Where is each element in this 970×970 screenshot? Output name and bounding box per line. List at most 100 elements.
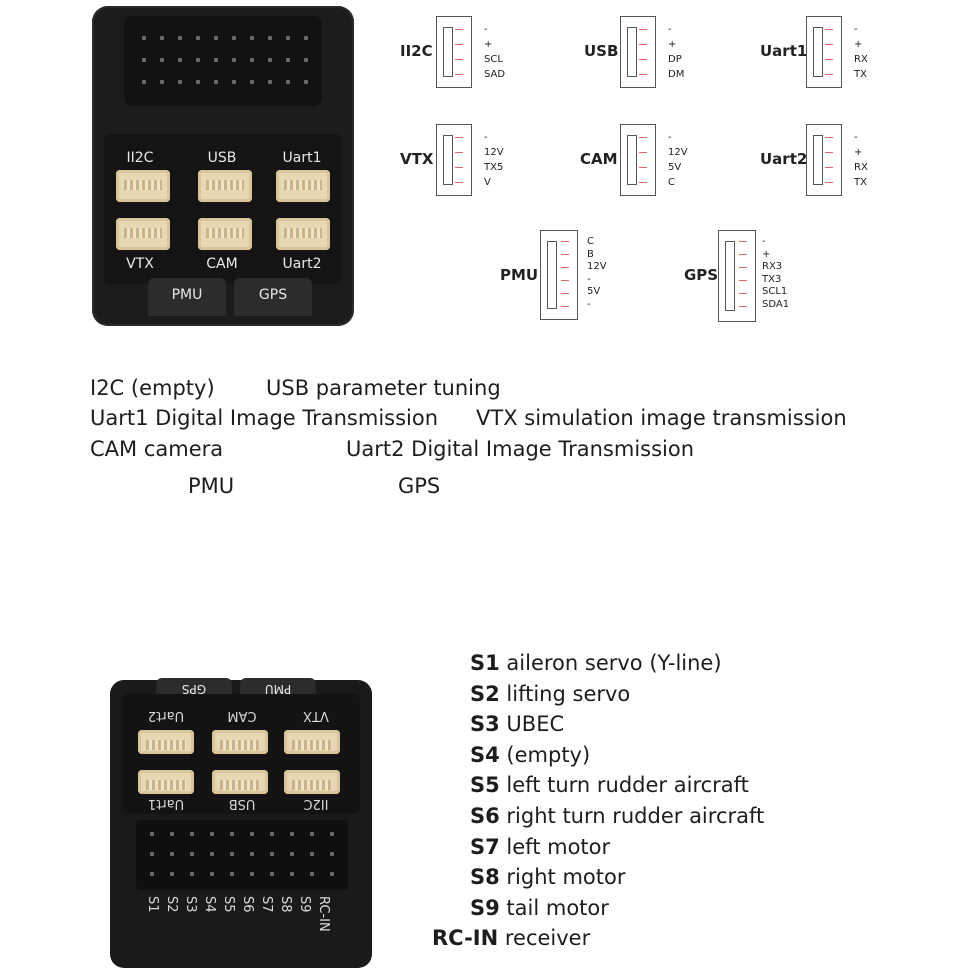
servo-list-item: S8 right motor <box>470 865 625 889</box>
connector-label-vtx: VTX <box>400 150 434 168</box>
header-pin <box>142 36 146 40</box>
header-pin <box>232 36 236 40</box>
flight-controller-top-photo: II2C USB Uart1 VTX CAM Uart2 PMU GPS <box>92 6 354 326</box>
header-pin <box>232 58 236 62</box>
header-pin <box>270 872 274 876</box>
pmu-connector-diagram <box>540 230 578 320</box>
port-label-usb: USB <box>207 150 237 166</box>
servo-port-label: S7 <box>259 896 274 913</box>
header-pin <box>196 80 200 84</box>
servo-list-item: S2 lifting servo <box>470 682 630 706</box>
i2c-port-rotated <box>284 770 340 794</box>
header-pin <box>304 80 308 84</box>
cam-port <box>198 218 252 250</box>
header-pin <box>250 852 254 856</box>
header-pin <box>142 58 146 62</box>
header-pin <box>160 58 164 62</box>
header-pin <box>178 80 182 84</box>
header-pin <box>190 832 194 836</box>
header-pin <box>310 832 314 836</box>
servo-description: UBEC <box>499 712 565 737</box>
header-pin <box>150 872 154 876</box>
servo-code: S9 <box>470 895 500 920</box>
header-pin <box>286 36 290 40</box>
servo-list-item: S5 left turn rudder aircraft <box>470 773 749 797</box>
port-label-uart2-rotated: Uart2 <box>147 708 185 723</box>
servo-list-item: S7 left motor <box>470 835 610 859</box>
pmu-tab: PMU <box>148 278 226 316</box>
header-pin <box>290 852 294 856</box>
header-pin <box>270 852 274 856</box>
connector-label-cam: CAM <box>580 150 618 168</box>
servo-description: left motor <box>499 834 611 859</box>
header-pin <box>150 832 154 836</box>
cam-connector-diagram <box>620 124 656 196</box>
connector-label-pmu: PMU <box>500 266 539 284</box>
header-pin <box>230 872 234 876</box>
servo-port-label: S9 <box>297 896 312 913</box>
servo-port-label: S8 <box>278 896 293 913</box>
uart1-port-rotated <box>138 770 194 794</box>
header-pin <box>170 872 174 876</box>
i2c-connector-diagram <box>436 16 472 88</box>
usb-port-rotated <box>212 770 268 794</box>
header-pin <box>286 80 290 84</box>
servo-port-label: S6 <box>240 896 255 913</box>
gps-connector-diagram <box>718 230 756 322</box>
connector-label-i2c: II2C <box>400 42 433 60</box>
header-pin <box>190 872 194 876</box>
servo-code: S4 <box>470 742 500 767</box>
i2c-port <box>116 170 170 202</box>
port-label-uart1: Uart1 <box>282 150 322 166</box>
header-pin <box>142 80 146 84</box>
servo-code: S8 <box>470 865 500 890</box>
header-pin <box>304 58 308 62</box>
servo-description: left turn rudder aircraft <box>499 773 749 798</box>
header-pin <box>210 832 214 836</box>
servo-pin-header-rotated <box>136 820 348 890</box>
port-label-vtx-rotated: VTX <box>303 708 329 723</box>
header-pin <box>160 80 164 84</box>
header-pin <box>310 872 314 876</box>
desc-usb: USB parameter tuning <box>266 376 501 400</box>
port-panel: II2C USB Uart1 VTX CAM Uart2 <box>104 134 342 284</box>
servo-list-item: S9 tail motor <box>470 896 609 920</box>
header-pin <box>232 80 236 84</box>
header-pin <box>250 832 254 836</box>
header-pin <box>330 832 334 836</box>
header-pin <box>268 58 272 62</box>
connector-label-gps: GPS <box>684 266 719 284</box>
header-pin <box>250 58 254 62</box>
header-pin <box>210 852 214 856</box>
header-pin <box>214 80 218 84</box>
desc-cam: CAM camera <box>90 437 224 461</box>
header-pin <box>330 872 334 876</box>
header-pin <box>178 58 182 62</box>
port-label-vtx: VTX <box>126 256 154 272</box>
servo-description: aileron servo (Y-line) <box>499 651 722 675</box>
servo-description: tail motor <box>499 895 609 920</box>
header-pin <box>210 872 214 876</box>
header-pin <box>330 852 334 856</box>
servo-description: right turn rudder aircraft <box>499 804 765 828</box>
servo-code: S2 <box>470 681 500 706</box>
gps-tab: GPS <box>234 278 312 316</box>
servo-code: S3 <box>470 712 500 737</box>
servo-port-label: S2 <box>164 896 179 913</box>
servo-port-label: S1 <box>145 896 160 913</box>
uart2-port-rotated <box>138 730 194 754</box>
uart1-connector-diagram <box>806 16 842 88</box>
header-pin <box>268 80 272 84</box>
header-pin <box>304 36 308 40</box>
servo-code: S6 <box>470 804 500 828</box>
desc-uart2: Uart2 Digital Image Transmission <box>346 437 695 461</box>
desc-uart1: Uart1 Digital Image Transmission <box>90 406 439 430</box>
servo-port-label: S3 <box>183 896 198 913</box>
